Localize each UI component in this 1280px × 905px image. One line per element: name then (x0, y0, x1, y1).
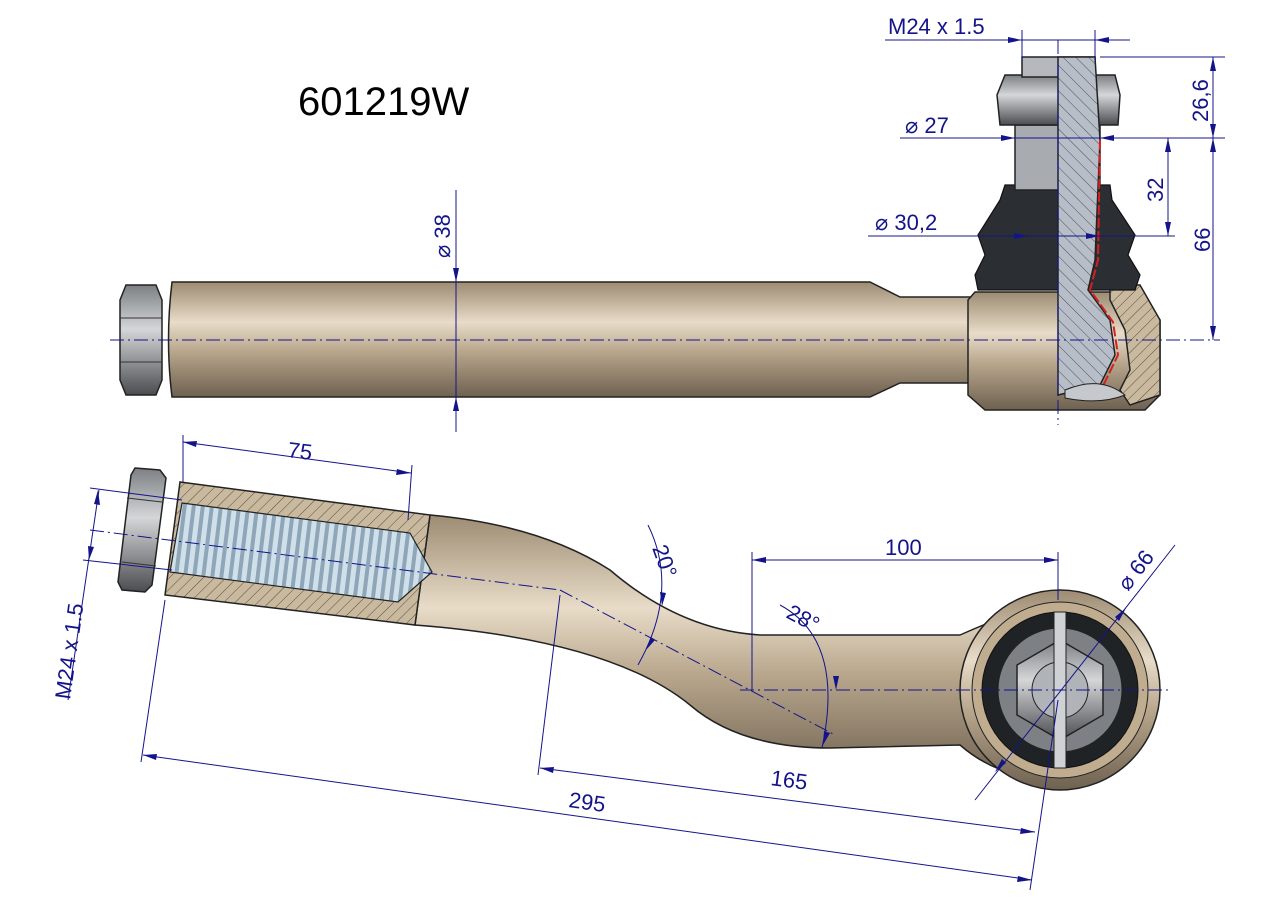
dim-rod-thread: M24 x 1.5 (50, 602, 88, 701)
part-number: 601219W (298, 80, 469, 124)
lock-nut-side (117, 467, 167, 593)
dim-diameter-30-2: ⌀ 30,2 (875, 210, 937, 235)
retaining-clip (1064, 383, 1126, 402)
internal-thread (169, 502, 433, 603)
dim-offset-100: 100 (885, 535, 922, 560)
dim-diameter-27: ⌀ 27 (905, 113, 949, 138)
dim-thread-depth: 75 (286, 437, 313, 465)
dim-rod-diameter: ⌀ 38 (430, 214, 455, 258)
bottom-view: 75 M24 x 1.5 20° 100 28° ⌀ 66 165 295 (50, 435, 1176, 891)
dim-height-66: 66 (1190, 228, 1215, 252)
dim-eye-diameter: ⌀ 66 (1112, 545, 1159, 595)
dim-stud-thread: M24 x 1.5 (888, 14, 985, 39)
housing-section (1109, 284, 1161, 406)
dim-length-295: 295 (567, 787, 607, 817)
dim-angle-20: 20° (647, 541, 682, 581)
dim-angle-28: 28° (783, 599, 824, 637)
grease-line (1088, 139, 1120, 389)
dim-height-32: 32 (1143, 178, 1168, 202)
top-view: M24 x 1.5 26,6 ⌀ 27 32 ⌀ 30,2 66 ⌀ 38 (110, 14, 1225, 432)
dim-stud-length: 26,6 (1188, 79, 1213, 122)
dim-length-165: 165 (769, 765, 809, 795)
bent-arm (414, 514, 1061, 781)
